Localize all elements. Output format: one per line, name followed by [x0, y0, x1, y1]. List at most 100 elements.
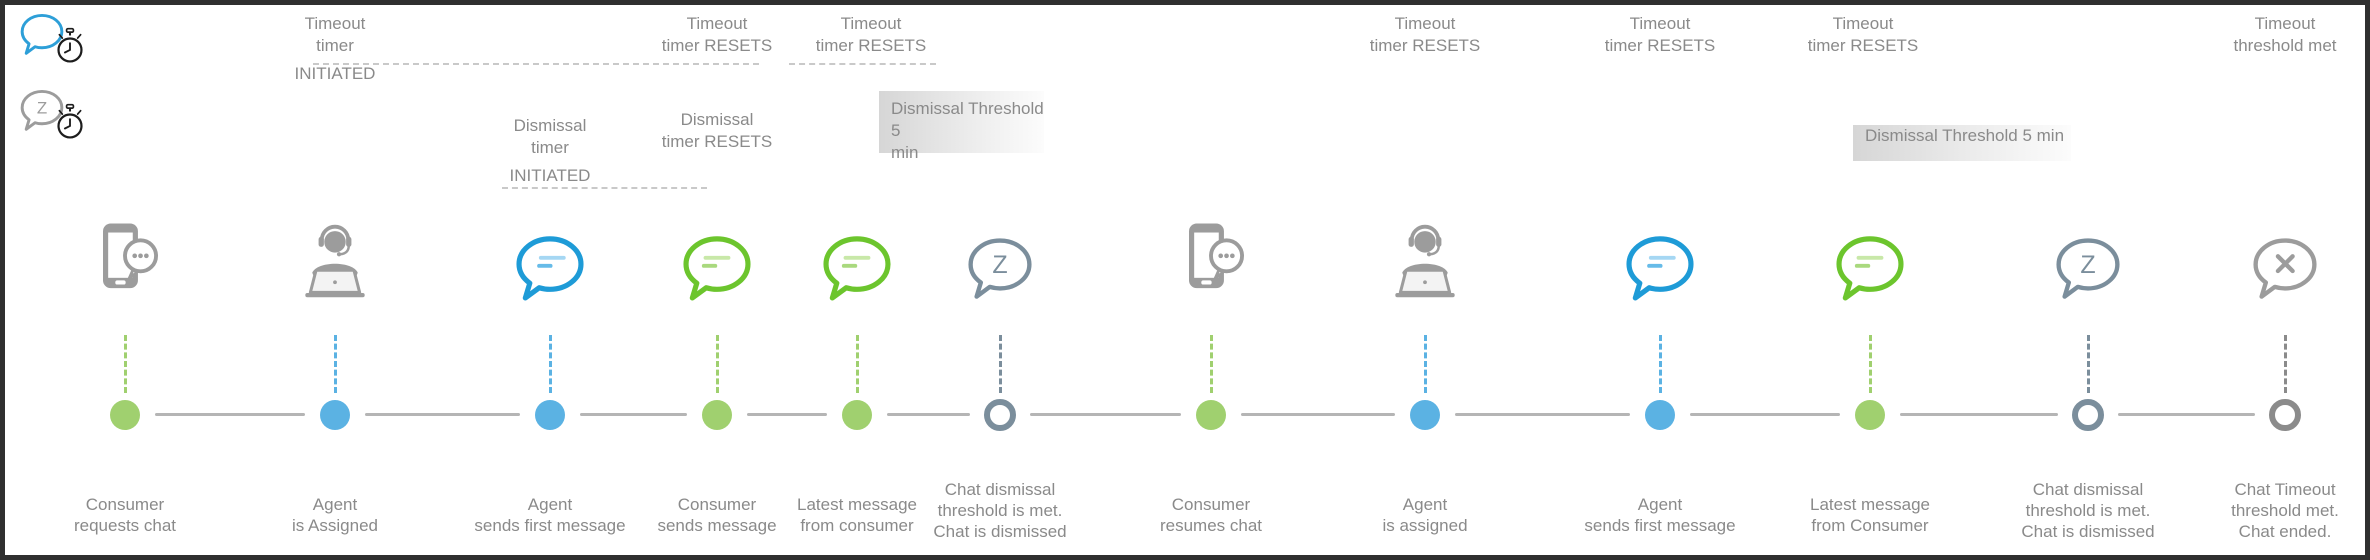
stopwatch-icon [53, 103, 87, 142]
event-label-line: requests chat [73, 516, 177, 535]
event-label: Agent is Assigned [235, 494, 435, 536]
event-label-line: Chat is dismissed [933, 522, 1067, 541]
green-chat-bubble-icon [678, 232, 756, 305]
timeline-dot [110, 400, 140, 430]
timeout-timer-label-line: timer RESETS [815, 36, 927, 55]
event-label: Consumer requests chat [25, 494, 225, 536]
timeout-timer-dashed-line [789, 63, 936, 65]
event-label-line: is assigned [1382, 516, 1468, 535]
event-label-line: Agent [312, 495, 358, 514]
event-label-line: resumes chat [1159, 516, 1263, 535]
timeline-dot [842, 400, 872, 430]
dotted-drop-line [1658, 335, 1662, 393]
event-label-line: Agent [1637, 495, 1683, 514]
timeout-timer-label-line: Timeout [1832, 14, 1894, 33]
event-label-line: Consumer [677, 495, 757, 514]
dismissal-timer-dashed-line [502, 187, 707, 189]
timeline-dot [535, 400, 565, 430]
timeline-dot [1645, 400, 1675, 430]
timeout-timer-label-line: timer RESETS [661, 36, 773, 55]
green-chat-bubble-icon [818, 232, 896, 305]
blue-chat-bubble-icon [511, 232, 589, 305]
timeout-timer-label-line: Timeout [1629, 14, 1691, 33]
timeline-connector [365, 413, 520, 416]
timeline-connector [1455, 413, 1630, 416]
event-label-line: threshold is met. [2025, 501, 2151, 520]
timeout-timer-label: Timeout timer RESETS [1325, 13, 1525, 57]
timeline-ring [984, 399, 1016, 431]
timeline-connector [155, 413, 305, 416]
blue-chat-bubble-icon [1621, 232, 1699, 305]
timeline-connector [580, 413, 687, 416]
dismissal-timer-label-line: timer RESETS [661, 132, 773, 151]
dotted-drop-line [1868, 335, 1872, 393]
dotted-drop-line [333, 335, 337, 393]
timeline-dot [1855, 400, 1885, 430]
event-label-line: Chat ended. [2238, 522, 2332, 541]
sleep-chat-bubble-icon: Z [2051, 234, 2125, 304]
dismissal-timer-label-line: Dismissal [513, 116, 587, 135]
timeout-timer-label-line: Timeout [1394, 14, 1456, 33]
event-label-line: Agent [527, 495, 573, 514]
event-label-line: Latest message [1809, 495, 1930, 514]
timeout-timer-label-line: threshold met [2233, 36, 2337, 55]
green-chat-bubble-icon [1831, 232, 1909, 305]
timeout-timer-label-line: timer [316, 36, 354, 55]
dotted-drop-line [1423, 335, 1427, 393]
dotted-drop-line [998, 335, 1002, 393]
sleep-chat-bubble-icon: Z [17, 87, 67, 134]
dismissal-threshold-box: Dismissal Threshold 5 min [1853, 125, 2071, 161]
svg-text:Z: Z [37, 98, 47, 117]
dotted-drop-line [2283, 335, 2287, 393]
timeout-timer-label-line: Timeout [2254, 14, 2316, 33]
timeout-timer-label: Timeout timer RESETS [1560, 13, 1760, 57]
timeout-timer-label-line: timer RESETS [1807, 36, 1919, 55]
dotted-drop-line [2086, 335, 2090, 393]
event-label: Latest message from Consumer [1770, 494, 1970, 536]
timeline-connector [1030, 413, 1181, 416]
timeout-timer-label-line: timer RESETS [1369, 36, 1481, 55]
timeline-connector [887, 413, 970, 416]
timeline-dot [1410, 400, 1440, 430]
timeout-timer-label-line: timer RESETS [1604, 36, 1716, 55]
dotted-drop-line [855, 335, 859, 393]
timeout-timer-label-line: Timeout [304, 14, 366, 33]
agent-laptop-icon [1377, 221, 1473, 312]
timeout-timer-dashed-line [313, 63, 759, 65]
dotted-drop-line [123, 335, 127, 393]
dismissal-timer-label-line: Dismissal [680, 110, 754, 129]
close-chat-bubble-icon [2248, 234, 2322, 304]
timeout-timer-label-line: Timeout [686, 14, 748, 33]
threshold-text: Dismissal Threshold 5 min [1865, 126, 2065, 145]
event-label-line: Agent [1402, 495, 1448, 514]
event-label-line: threshold is met. [937, 501, 1063, 520]
event-label: Consumer sends message [617, 494, 817, 536]
event-label-line: from Consumer [1811, 516, 1929, 535]
timeline-connector [1900, 413, 2058, 416]
dismissal-timer-label-line: timer [531, 138, 569, 157]
event-label-line: sends message [657, 516, 777, 535]
timeline-dot [320, 400, 350, 430]
timeline-ring [2072, 399, 2104, 431]
timeout-timer-label: Timeout threshold met [2185, 13, 2365, 57]
dotted-drop-line [715, 335, 719, 393]
stopwatch-icon [53, 27, 87, 66]
event-label-line: is Assigned [292, 516, 378, 535]
event-label-line: Consumer [85, 495, 165, 514]
sleep-chat-bubble-icon: Z [963, 234, 1037, 304]
dismissal-timer-label-line: INITIATED [509, 166, 591, 185]
timeout-timer-label: Timeout timer RESETS [617, 13, 817, 57]
dotted-drop-line [1209, 335, 1213, 393]
agent-laptop-icon [287, 221, 383, 312]
timeline-ring [2269, 399, 2301, 431]
